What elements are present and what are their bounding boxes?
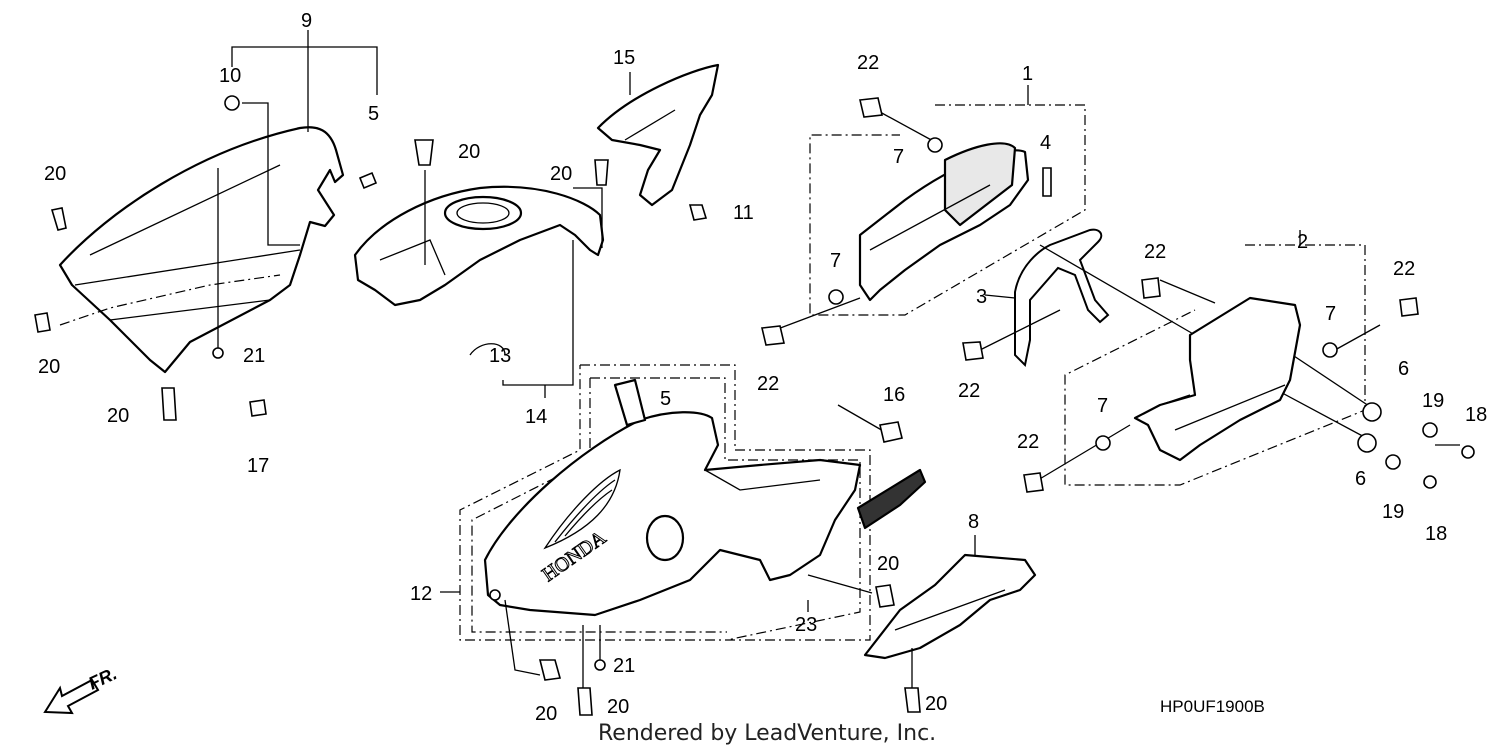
emblem-decal[interactable] xyxy=(613,378,927,530)
callout-21-a: 21 xyxy=(243,345,265,367)
callout-11: 11 xyxy=(733,202,754,224)
callout-23: 23 xyxy=(795,614,817,636)
callout-21-b: 21 xyxy=(613,655,635,677)
left-side-cover[interactable] xyxy=(58,126,345,374)
bracket-lines-9 xyxy=(59,30,378,350)
callout-8: 8 xyxy=(968,511,979,533)
callout-9: 9 xyxy=(301,10,312,32)
callout-22-a: 22 xyxy=(857,52,879,74)
lower-cover-8[interactable] xyxy=(863,535,1037,713)
callout-7-c: 7 xyxy=(1325,303,1336,325)
callout-7-b: 7 xyxy=(830,250,841,272)
right-lower-panel[interactable] xyxy=(1133,296,1302,462)
callout-5-upper: 5 xyxy=(368,103,379,125)
bracket-lines-1 xyxy=(761,85,1086,346)
callout-6-a: 6 xyxy=(1398,358,1409,380)
front-shroud[interactable]: HONDA xyxy=(483,411,862,617)
callout-7-d: 7 xyxy=(1097,395,1108,417)
callout-18-b: 18 xyxy=(1425,523,1447,545)
fasteners-front xyxy=(489,421,903,716)
callout-22-c: 22 xyxy=(1144,241,1166,263)
callout-22-f: 22 xyxy=(1017,431,1039,453)
footer-credit: Rendered by LeadVenture, Inc. xyxy=(598,721,936,746)
callout-labels: 9 10 5 20 20 21 20 17 20 20 15 11 13 14 … xyxy=(38,10,1487,725)
callout-6-b: 6 xyxy=(1355,468,1366,490)
diagram-code: HP0UF1900B xyxy=(1160,697,1265,716)
front-direction-indicator: FR. xyxy=(43,663,120,715)
callout-10: 10 xyxy=(219,65,241,87)
callout-20-a: 20 xyxy=(44,163,66,185)
callout-5-lower: 5 xyxy=(660,388,671,410)
callout-20-h: 20 xyxy=(607,696,629,718)
callout-19-b: 19 xyxy=(1382,501,1404,523)
callout-18-a: 18 xyxy=(1465,404,1487,426)
wire-bracket[interactable] xyxy=(984,228,1110,368)
callout-7-a: 7 xyxy=(893,146,904,168)
fasteners-left xyxy=(34,95,378,421)
callout-4: 4 xyxy=(1040,132,1051,154)
bracket-lines-12 xyxy=(440,364,886,641)
bracket-lines-14 xyxy=(414,139,609,398)
callout-17: 17 xyxy=(247,455,269,477)
callout-15: 15 xyxy=(613,47,635,69)
tank-top-cover[interactable] xyxy=(353,185,605,356)
callout-3: 3 xyxy=(976,286,987,308)
callout-14: 14 xyxy=(525,406,547,428)
small-cover-15[interactable] xyxy=(596,63,720,221)
front-arrow-icon xyxy=(43,678,100,715)
callout-22-d: 22 xyxy=(958,380,980,402)
callout-20-e: 20 xyxy=(550,163,572,185)
callout-20-f: 20 xyxy=(877,553,899,575)
right-upper-panel[interactable] xyxy=(858,142,1030,302)
callout-1: 1 xyxy=(1022,63,1033,85)
callout-12: 12 xyxy=(410,583,432,605)
callout-13: 13 xyxy=(489,345,511,367)
callout-20-g: 20 xyxy=(535,703,557,725)
callout-16: 16 xyxy=(883,384,905,406)
callout-22-e: 22 xyxy=(1393,258,1415,280)
callout-20-i: 20 xyxy=(925,693,947,715)
callout-22-b: 22 xyxy=(757,373,779,395)
fasteners-right xyxy=(962,277,1475,493)
callout-20-d: 20 xyxy=(458,141,480,163)
callout-20-c: 20 xyxy=(107,405,129,427)
callout-19-a: 19 xyxy=(1422,390,1444,412)
callout-20-b: 20 xyxy=(38,356,60,378)
callout-2: 2 xyxy=(1297,231,1308,253)
